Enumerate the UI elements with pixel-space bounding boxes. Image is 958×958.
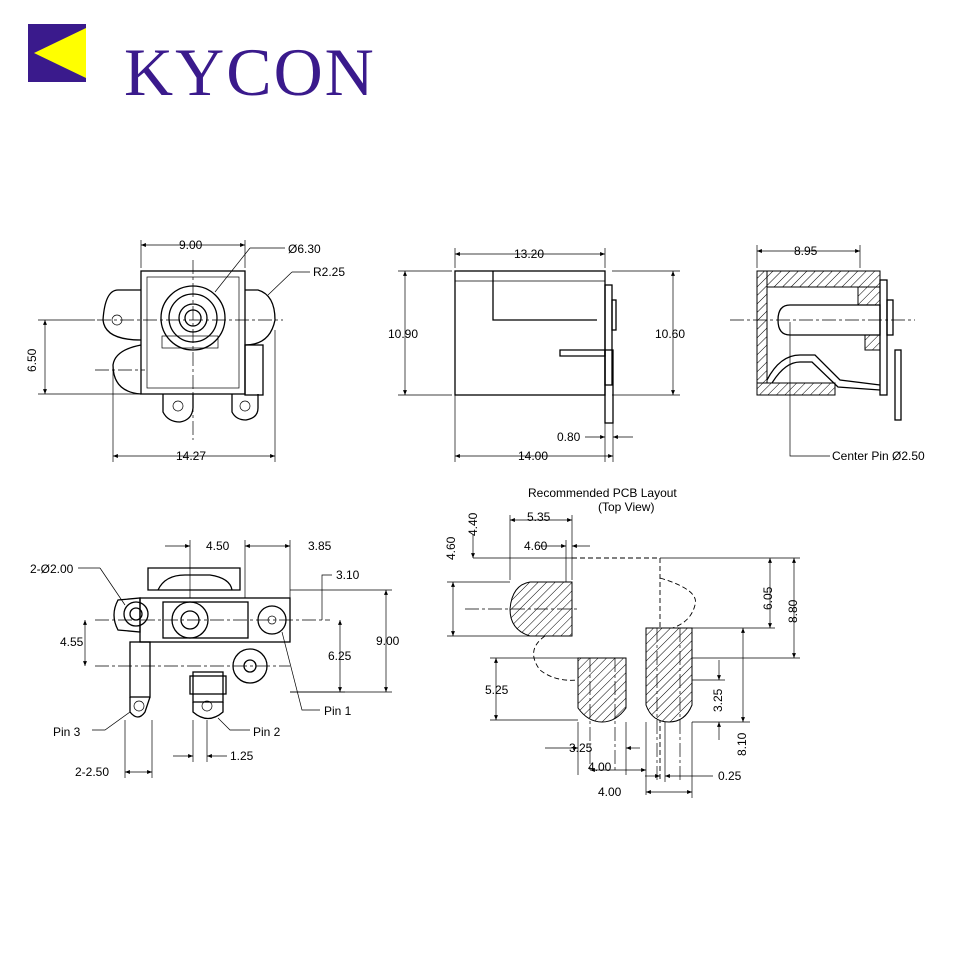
bottom-label-pin2: Pin 2 — [253, 725, 281, 739]
side-view: 13.20 10.90 10.60 0.80 14.00 — [388, 247, 685, 463]
bottom-dim-4-55: 4.55 — [60, 635, 84, 649]
pcb-dim-5-25: 5.25 — [485, 683, 509, 697]
section-view: 8.95 Center Pin Ø2.50 — [730, 244, 925, 463]
front-dim-height: 6.50 — [25, 348, 39, 372]
pcb-dim-3-25-v: 3.25 — [711, 688, 725, 712]
pcb-dim-5-35: 5.35 — [527, 510, 551, 524]
front-dim-bore: Ø6.30 — [288, 242, 321, 256]
pcb-dim-0-25: 0.25 — [718, 769, 742, 783]
logo-mark-icon — [28, 24, 86, 82]
front-dim-total-width: 14.27 — [176, 449, 206, 463]
bottom-dim-9-00: 9.00 — [376, 634, 400, 648]
brand-name: KYCON — [124, 34, 376, 110]
kycon-logo: KYCON — [28, 24, 374, 106]
bottom-label-pin1: Pin 1 — [324, 704, 352, 718]
bottom-label-pin3: Pin 3 — [53, 725, 81, 739]
pcb-dim-3-25-h: 3.25 — [569, 741, 593, 755]
bottom-dim-3-85: 3.85 — [308, 539, 332, 553]
side-dim-right-height: 10.60 — [655, 327, 685, 341]
pcb-title: Recommended PCB Layout — [528, 486, 677, 500]
section-label-center-pin: Center Pin Ø2.50 — [832, 449, 925, 463]
pcb-dim-4-60-h: 4.60 — [524, 539, 548, 553]
pcb-dim-4-00-b: 4.00 — [598, 785, 622, 799]
pcb-dim-4-00-a: 4.00 — [588, 760, 612, 774]
pcb-dim-4-60-v: 4.60 — [444, 536, 458, 560]
bottom-dim-4-50: 4.50 — [206, 539, 230, 553]
section-dim-width: 8.95 — [794, 244, 818, 258]
bottom-dim-1-25: 1.25 — [230, 749, 254, 763]
pcb-subtitle: (Top View) — [598, 500, 654, 514]
bottom-view: 4.50 3.85 2-Ø2.00 3.10 4.55 6.25 9.00 Pi… — [30, 539, 400, 779]
front-dim-radius: R2.25 — [313, 265, 345, 279]
pcb-dim-4-40: 4.40 — [466, 512, 480, 536]
side-dim-top-length: 13.20 — [514, 247, 544, 261]
side-dim-pin-thickness: 0.80 — [557, 430, 581, 444]
front-view: 9.00 Ø6.30 R2.25 6.50 14.27 — [25, 238, 345, 463]
bottom-dim-2-2-50: 2-2.50 — [75, 765, 109, 779]
pcb-dim-8-80: 8.80 — [786, 599, 800, 623]
bottom-dim-3-10: 3.10 — [336, 568, 360, 582]
pcb-layout: Recommended PCB Layout (Top View) 5.35 4… — [444, 486, 800, 799]
side-dim-total-length: 14.00 — [518, 449, 548, 463]
front-dim-width: 9.00 — [179, 238, 203, 252]
bottom-dim-hole-dia: 2-Ø2.00 — [30, 562, 74, 576]
side-dim-left-height: 10.90 — [388, 327, 418, 341]
bottom-dim-6-25: 6.25 — [328, 649, 352, 663]
pcb-dim-8-10: 8.10 — [735, 732, 749, 756]
pcb-dim-6-05: 6.05 — [761, 586, 775, 610]
